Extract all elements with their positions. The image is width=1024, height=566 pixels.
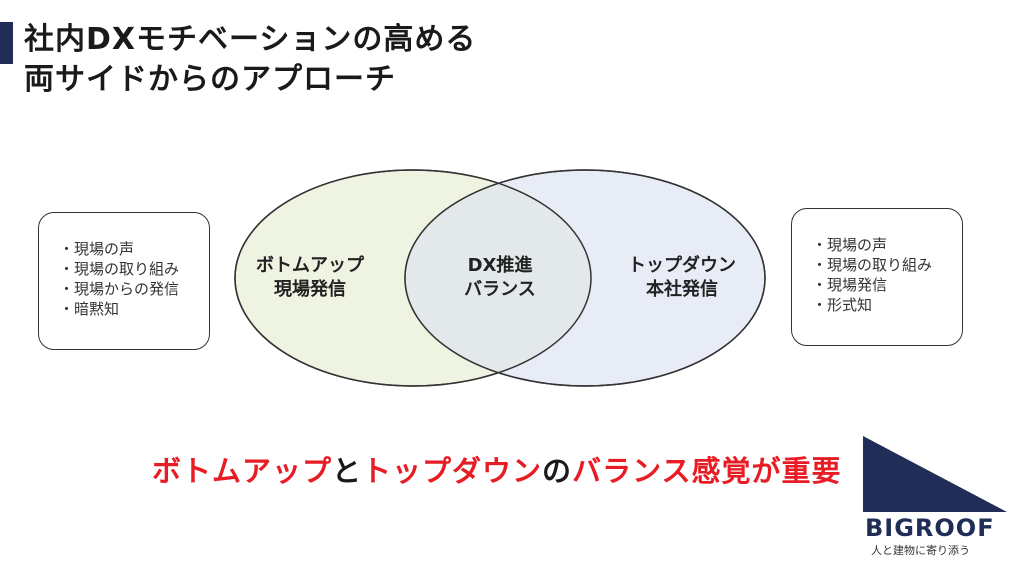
list-item: 現場の声 bbox=[59, 239, 209, 259]
bigroof-logo: BIGROOF 人と建物に寄り添う bbox=[855, 436, 1015, 562]
venn-left-outline bbox=[234, 169, 592, 387]
bottom-up-list-box: 現場の声 現場の取り組み 現場からの発信 暗黙知 bbox=[38, 212, 210, 350]
page-title-line2: 両サイドからのアプローチ bbox=[24, 62, 396, 97]
logo-triangle-icon bbox=[863, 436, 1007, 512]
list-item: 現場の声 bbox=[812, 235, 962, 255]
list-item: 暗黙知 bbox=[59, 299, 209, 319]
key-message-conj: と bbox=[332, 454, 363, 488]
venn-right-label: トップダウン 本社発信 bbox=[612, 254, 752, 302]
key-message-particle: の bbox=[542, 454, 573, 488]
list-item: 現場からの発信 bbox=[59, 279, 209, 299]
venn-center-label-line1: DX推進 bbox=[467, 255, 533, 276]
key-message-top-down: トップダウン bbox=[362, 454, 543, 488]
bottom-up-list: 現場の声 現場の取り組み 現場からの発信 暗黙知 bbox=[59, 239, 209, 319]
venn-center-label-line2: バランス bbox=[464, 279, 536, 300]
list-item: 形式知 bbox=[812, 295, 962, 315]
list-item: 現場発信 bbox=[812, 275, 962, 295]
top-down-list-box: 現場の声 現場の取り組み 現場発信 形式知 bbox=[791, 208, 963, 346]
logo-tagline: 人と建物に寄り添う bbox=[871, 544, 970, 557]
page-title-line1: 社内DXモチベーションの高める bbox=[24, 22, 477, 57]
key-message: ボトムアップとトップダウンのバランス感覚が重要 bbox=[152, 448, 841, 490]
venn-right-outline bbox=[404, 169, 766, 387]
page-title: 社内DXモチベーションの高める 両サイドからのアプローチ bbox=[24, 20, 476, 100]
list-item: 現場の取り組み bbox=[59, 259, 209, 279]
top-down-list: 現場の声 現場の取り組み 現場発信 形式知 bbox=[812, 235, 962, 315]
title-accent-bar bbox=[0, 22, 13, 64]
logo-name: BIGROOF bbox=[865, 514, 995, 542]
venn-right-label-line1: トップダウン bbox=[628, 255, 736, 276]
venn-overlap bbox=[405, 170, 591, 386]
key-message-balance: バランス感覚が重要 bbox=[572, 454, 842, 488]
venn-center-label: DX推進 バランス bbox=[430, 254, 570, 302]
venn-right-label-line2: 本社発信 bbox=[646, 279, 718, 300]
list-item: 現場の取り組み bbox=[812, 255, 962, 275]
venn-left-label: ボトムアップ 現場発信 bbox=[240, 254, 380, 302]
venn-left-label-line1: ボトムアップ bbox=[256, 255, 364, 276]
venn-left-label-line2: 現場発信 bbox=[274, 279, 346, 300]
key-message-bottom-up: ボトムアップ bbox=[152, 454, 333, 488]
